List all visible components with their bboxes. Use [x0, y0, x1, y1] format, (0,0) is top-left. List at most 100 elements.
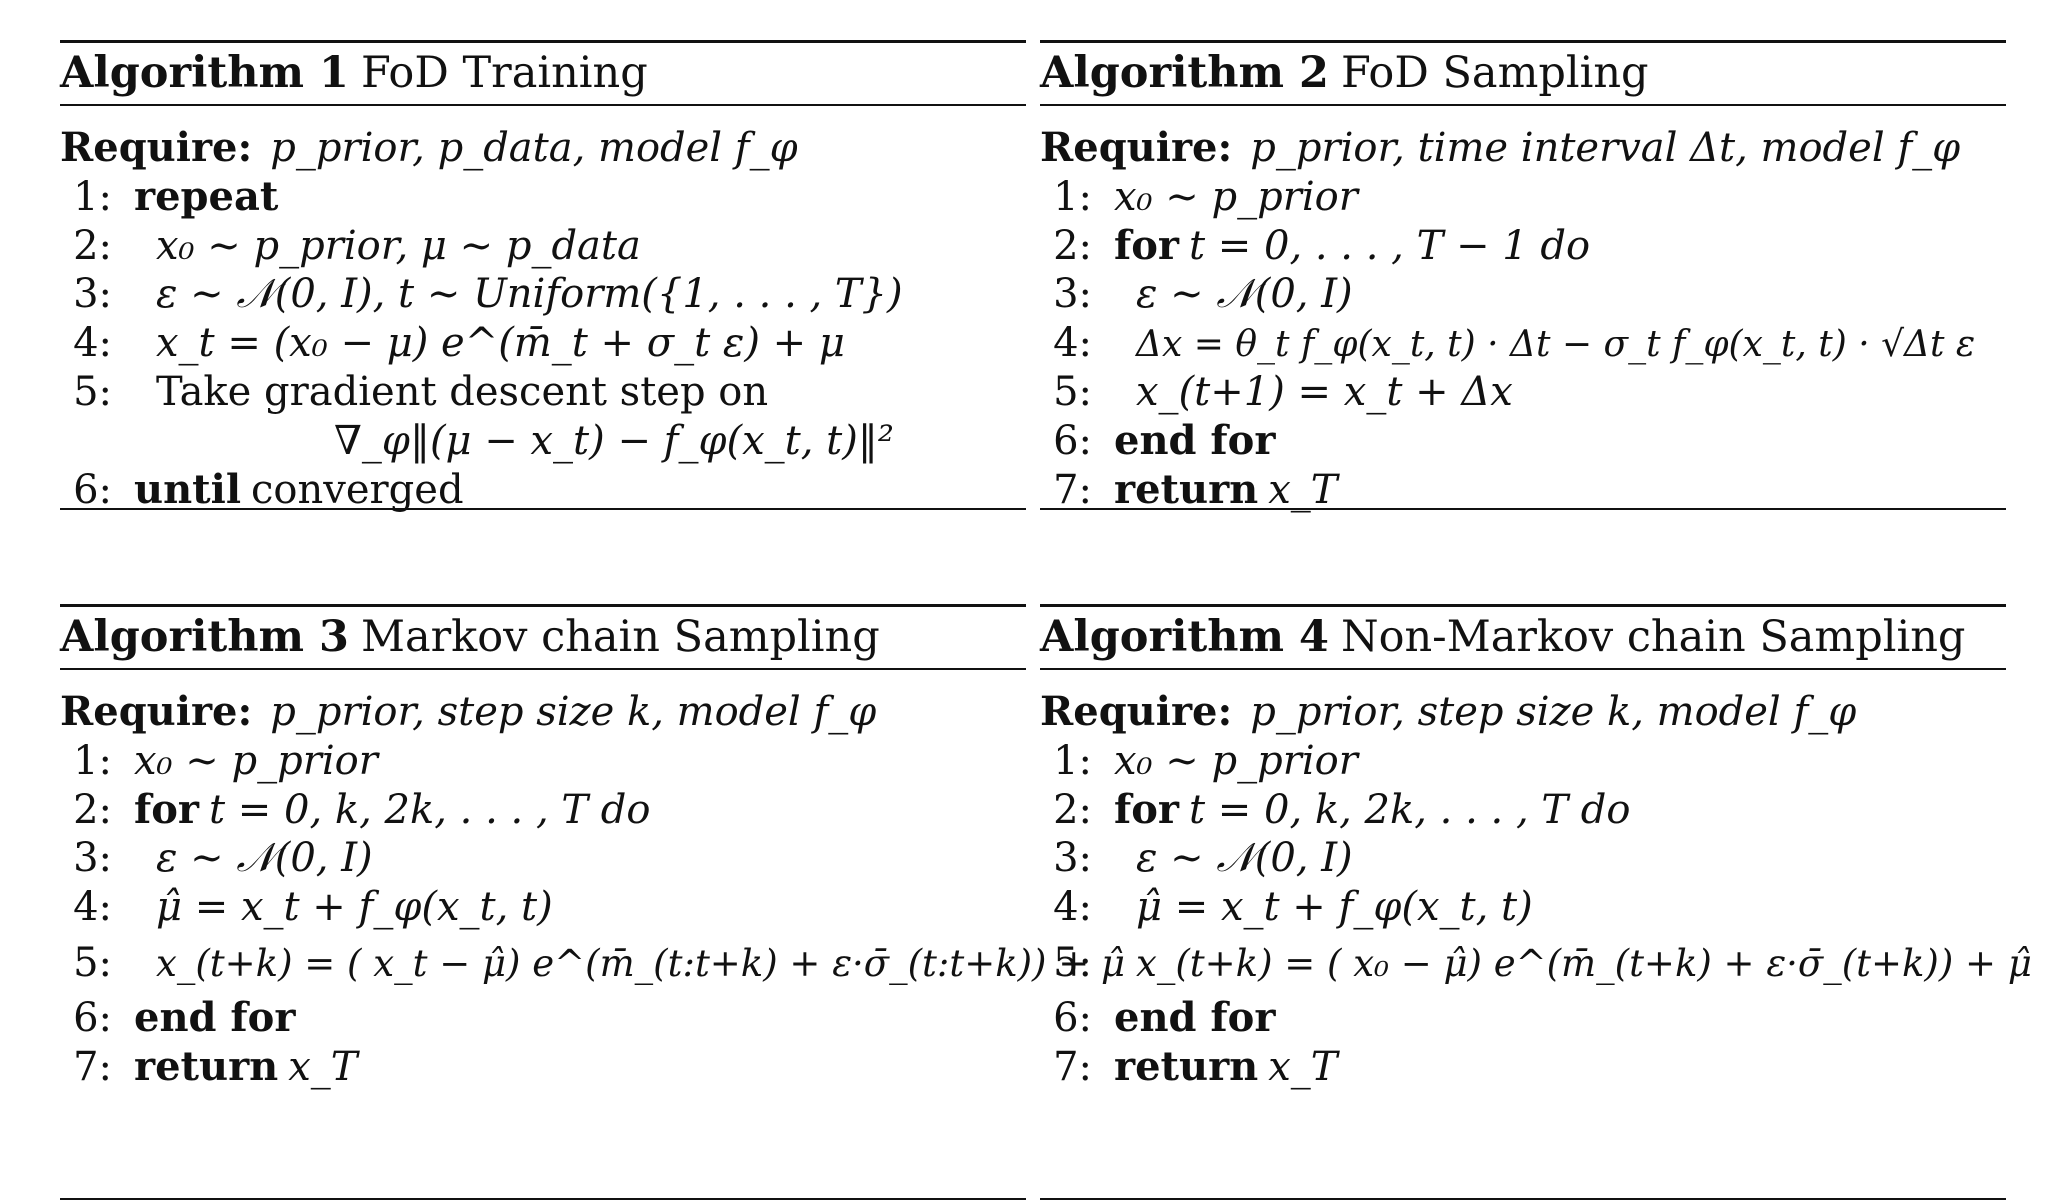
line-text: t = 0, . . . , T − 1 do: [1188, 222, 1591, 269]
algorithm-line: 6: end for: [1040, 994, 2006, 1043]
require-label: Require:: [60, 688, 253, 735]
line-text: x_T: [288, 1043, 358, 1090]
line-text: x₀ ∼ p_prior: [1114, 173, 1358, 220]
algorithm-line: 6: until converged: [60, 466, 1026, 515]
algorithm-4: Algorithm 4 Non-Markov chain Sampling Re…: [1040, 604, 2032, 1200]
algorithm-title: FoD Sampling: [1340, 48, 1649, 98]
algorithm-line: 6: end for: [1040, 417, 2006, 466]
line-text: t = 0, k, 2k, . . . , T do: [208, 786, 651, 833]
line-text: ε ∼ 𝒩(0, I): [1136, 271, 1353, 318]
line-keyword: return: [1114, 465, 1259, 513]
line-number: 6:: [1053, 417, 1092, 464]
algorithm-header: Algorithm 3 Markov chain Sampling: [60, 604, 1026, 670]
line-number: 2:: [1053, 222, 1092, 269]
line-keyword: until: [134, 465, 242, 513]
algorithm-line: 2: for t = 0, . . . , T − 1 do: [1040, 222, 2006, 271]
algorithm-title: Markov chain Sampling: [360, 612, 880, 662]
algorithm-line: 5: x_(t+k) = ( x_t − μ̂) e^(m̄_(t:t+k) +…: [60, 932, 1125, 994]
line-keyword: end for: [1114, 416, 1276, 464]
algorithm-header: Algorithm 2 FoD Sampling: [1040, 40, 2006, 106]
line-number: 4:: [73, 884, 112, 931]
algorithm-title: FoD Training: [360, 48, 648, 98]
line-text: x_T: [1268, 466, 1338, 513]
require-line: Require: p_prior, step size k, model f_φ: [1040, 688, 2006, 737]
line-number: 1:: [73, 737, 112, 784]
line-text: x_(t+k) = ( x_t − μ̂) e^(m̄_(t:t+k) + ε·…: [156, 941, 1126, 985]
algorithm-line: 3: ε ∼ 𝒩(0, I): [1040, 270, 2006, 319]
line-text: Take gradient descent step on: [156, 368, 769, 415]
line-keyword: for: [134, 785, 199, 833]
line-number: 2:: [1053, 786, 1092, 833]
line-text: ∇_φ‖(μ − x_t) − f_φ(x_t, t)‖²: [334, 417, 894, 464]
line-keyword: return: [134, 1042, 279, 1090]
algorithm-line: 2: for t = 0, k, 2k, . . . , T do: [1040, 786, 2006, 835]
algorithm-body: Require: p_prior, p_data, model f_φ 1: r…: [60, 106, 1026, 513]
require-line: Require: p_prior, step size k, model f_φ: [60, 688, 1026, 737]
algorithm-line: 5: x_(t+k) = ( x₀ − μ̂) e^(m̄_(t+k) + ε·…: [1040, 932, 2032, 994]
algorithm-line: 7: return x_T: [1040, 1043, 2006, 1092]
require-label: Require:: [1040, 124, 1233, 171]
line-number: 4:: [73, 320, 112, 367]
algorithm-1: Algorithm 1 FoD Training Require: p_prio…: [60, 40, 1026, 513]
line-number: 3:: [1053, 835, 1092, 882]
require-text: p_prior, step size k, model f_φ: [270, 689, 877, 735]
line-number: 1:: [1053, 173, 1092, 220]
line-number: 1:: [73, 173, 112, 220]
line-keyword: end for: [1114, 993, 1276, 1041]
line-number: 5:: [73, 368, 112, 415]
algorithm-body: Require: p_prior, time interval Δt, mode…: [1040, 106, 2006, 513]
line-text: x₀ ∼ p_prior: [1114, 737, 1358, 784]
algorithm-header: Algorithm 4 Non-Markov chain Sampling: [1040, 604, 2006, 670]
line-keyword: repeat: [134, 172, 279, 220]
algorithm-line: ∇_φ‖(μ − x_t) − f_φ(x_t, t)‖²: [60, 417, 1026, 466]
algorithm-line: 1: x₀ ∼ p_prior: [60, 737, 1026, 786]
line-number: 6:: [73, 466, 112, 513]
line-number: 3:: [73, 271, 112, 318]
line-text: converged: [251, 466, 464, 513]
algorithm-body: Require: p_prior, step size k, model f_φ…: [1040, 670, 2032, 1200]
line-number: 5:: [1053, 939, 1092, 986]
line-number: 2:: [73, 222, 112, 269]
line-number: 7:: [1053, 466, 1092, 513]
algorithm-line: 5: Take gradient descent step on: [60, 368, 1026, 417]
line-text: Δx = θ_t f_φ(x_t, t) · Δt − σ_t f_φ(x_t,…: [1136, 324, 1976, 366]
algorithm-line: 4: Δx = θ_t f_φ(x_t, t) · Δt − σ_t f_φ(x…: [1040, 319, 2006, 368]
line-number: 7:: [73, 1043, 112, 1090]
line-keyword: for: [1114, 785, 1179, 833]
line-text: μ̂ = x_t + f_φ(x_t, t): [156, 884, 553, 931]
line-text: x₀ ∼ p_prior, μ ∼ p_data: [156, 222, 641, 269]
algorithm-line: 2: for t = 0, k, 2k, . . . , T do: [60, 786, 1026, 835]
algorithm-line: 4: μ̂ = x_t + f_φ(x_t, t): [60, 883, 1026, 932]
require-label: Require:: [1040, 688, 1233, 735]
algorithm-line: 4: μ̂ = x_t + f_φ(x_t, t): [1040, 883, 2006, 932]
algorithm-line: 3: ε ∼ 𝒩(0, I): [1040, 834, 2006, 883]
algorithm-line: 1: repeat: [60, 173, 1026, 222]
algorithm-number: Algorithm 1: [60, 48, 349, 98]
line-number: 6:: [73, 994, 112, 1041]
algorithm-body: Require: p_prior, step size k, model f_φ…: [60, 670, 1125, 1200]
require-text: p_prior, step size k, model f_φ: [1250, 689, 1857, 735]
algorithm-2: Algorithm 2 FoD Sampling Require: p_prio…: [1040, 40, 2006, 513]
algorithm-line: 3: ε ∼ 𝒩(0, I), t ∼ Uniform({1, . . . , …: [60, 270, 1026, 319]
algorithm-number: Algorithm 4: [1040, 612, 1329, 662]
line-number: 3:: [1053, 271, 1092, 318]
line-number: 4:: [1053, 884, 1092, 931]
algorithm-line: 2: x₀ ∼ p_prior, μ ∼ p_data: [60, 222, 1026, 271]
require-line: Require: p_prior, p_data, model f_φ: [60, 124, 1026, 173]
line-text: ε ∼ 𝒩(0, I), t ∼ Uniform({1, . . . , T}): [156, 271, 903, 318]
line-number: 2:: [73, 786, 112, 833]
algorithm-line: 7: return x_T: [1040, 466, 2006, 515]
line-number: 6:: [1053, 994, 1092, 1041]
line-text: x_T: [1268, 1043, 1338, 1090]
line-text: x_(t+k) = ( x₀ − μ̂) e^(m̄_(t+k) + ε·σ̄_…: [1136, 941, 2032, 985]
algorithm-line: 7: return x_T: [60, 1043, 1026, 1092]
algorithm-line: 5: x_(t+1) = x_t + Δx: [1040, 368, 2006, 417]
algorithm-number: Algorithm 2: [1040, 48, 1329, 98]
line-text: x_(t+1) = x_t + Δx: [1136, 368, 1513, 415]
algorithm-number: Algorithm 3: [60, 612, 349, 662]
line-number: 4:: [1053, 320, 1092, 367]
line-keyword: return: [1114, 1042, 1259, 1090]
line-text: x_t = (x₀ − μ) e^(m̄_t + σ_t ε) + μ: [156, 320, 845, 367]
algorithm-line: 4: x_t = (x₀ − μ) e^(m̄_t + σ_t ε) + μ: [60, 319, 1026, 368]
require-label: Require:: [60, 124, 253, 171]
